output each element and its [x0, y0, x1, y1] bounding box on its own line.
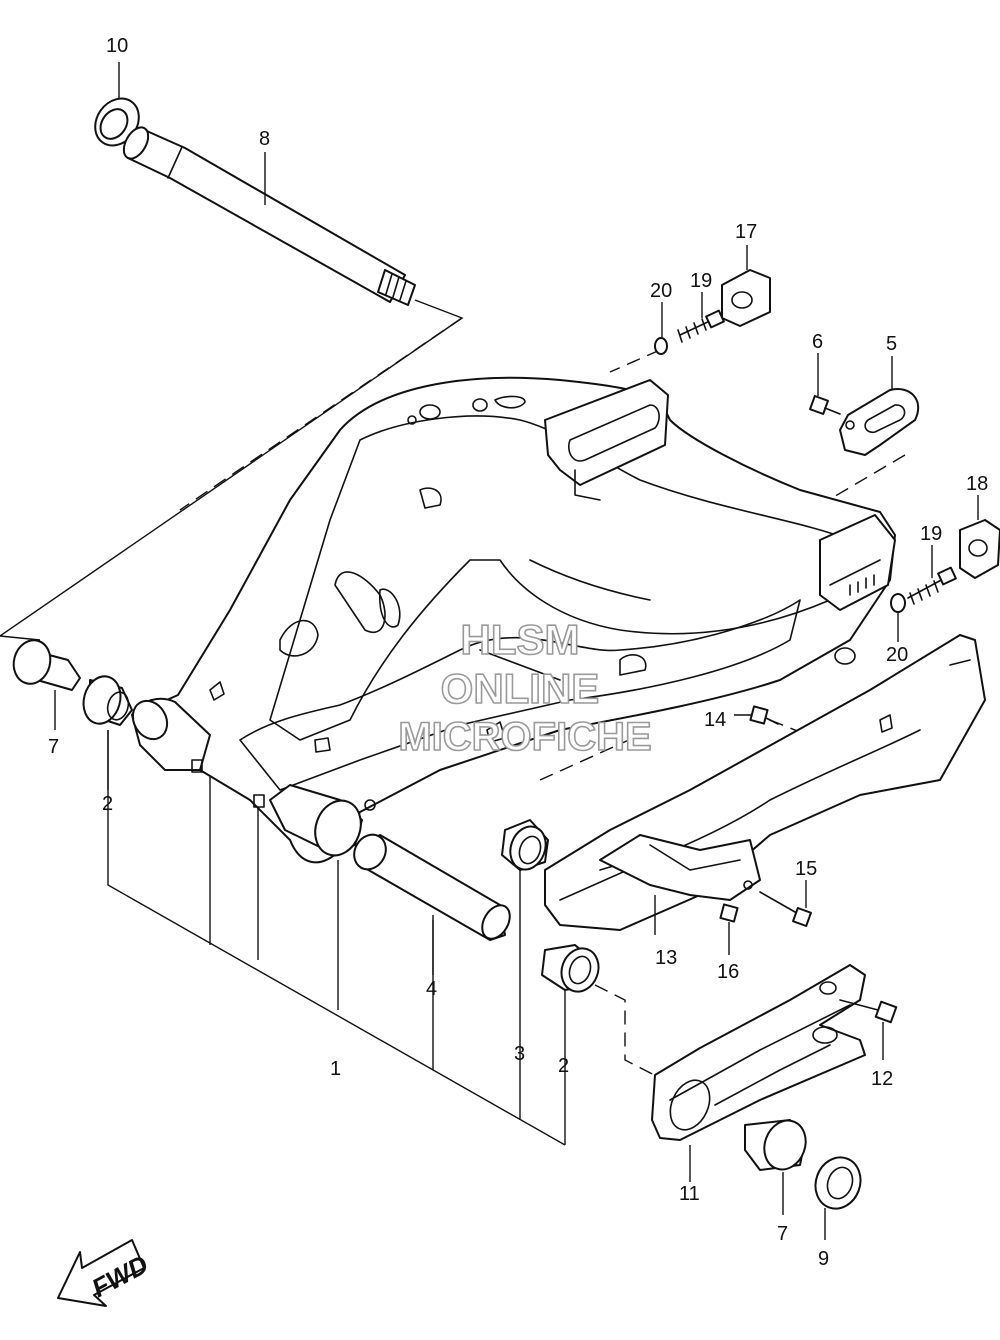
fwd-arrow-icon: FWD	[57, 1239, 153, 1307]
part-19-bolt-upper	[677, 292, 725, 343]
part-3-bearing	[501, 819, 549, 871]
watermark-line-1: HLSM	[461, 616, 580, 663]
part-1-swingarm	[131, 376, 896, 864]
callout-7-right: 7	[777, 1223, 788, 1245]
callout-17: 17	[735, 221, 757, 243]
part-17-adjuster	[721, 245, 771, 327]
callout-18: 18	[966, 473, 988, 495]
part-4-sleeve	[353, 833, 511, 975]
callout-8: 8	[259, 128, 270, 150]
part-18-adjuster	[959, 495, 1000, 579]
part-2-bearing-right	[541, 944, 600, 993]
watermark: HLSM ONLINE MICROFICHE	[398, 615, 653, 760]
part-20-washer-lower	[890, 593, 906, 642]
callout-13: 13	[655, 947, 677, 969]
callout-19-lower: 19	[920, 523, 942, 545]
part-20-washer-upper	[654, 302, 668, 355]
part-13-chain-cover	[544, 634, 986, 935]
watermark-line-3: MICROFICHE	[398, 715, 651, 759]
part-7-bushing-left	[12, 639, 81, 691]
callout-10: 10	[106, 35, 128, 57]
callout-11: 11	[679, 1183, 700, 1205]
callout-20-lower: 20	[886, 644, 908, 666]
part-15-bolt	[759, 880, 812, 927]
part-11-chain-guide	[651, 964, 866, 1182]
callout-1: 1	[330, 1058, 341, 1080]
callout-16: 16	[717, 961, 739, 983]
callout-5: 5	[886, 333, 897, 355]
callout-6: 6	[812, 331, 823, 353]
callout-4: 4	[426, 978, 437, 1000]
part-5-plate	[839, 356, 920, 456]
part-10-nut	[94, 62, 140, 147]
callout-7: 7	[48, 736, 59, 758]
callout-19: 19	[690, 270, 712, 292]
watermark-line-2: ONLINE	[441, 665, 600, 712]
part-19-bolt-lower	[907, 545, 957, 605]
part-16-bolt	[719, 903, 739, 955]
part-7-bushing-right	[744, 1119, 807, 1215]
part-9-nut	[814, 1156, 862, 1240]
part-6-bolt	[809, 353, 841, 415]
callout-2: 2	[102, 793, 113, 815]
part-12-bolt	[839, 999, 898, 1060]
callout-20: 20	[650, 280, 672, 302]
callout-labels: 10 8 17 20 19 6 5 18 19 20 7 2 14 15 4 1…	[48, 35, 988, 1270]
callout-2-right: 2	[558, 1055, 569, 1077]
callout-12: 12	[871, 1068, 893, 1090]
callout-9: 9	[818, 1248, 829, 1270]
part-2-bearing-left	[82, 675, 133, 790]
callout-14: 14	[704, 709, 726, 731]
part-8-pivot-shaft	[122, 126, 416, 306]
callout-3: 3	[514, 1043, 525, 1065]
part-14-bolt	[734, 705, 779, 725]
callout-15: 15	[795, 858, 817, 880]
